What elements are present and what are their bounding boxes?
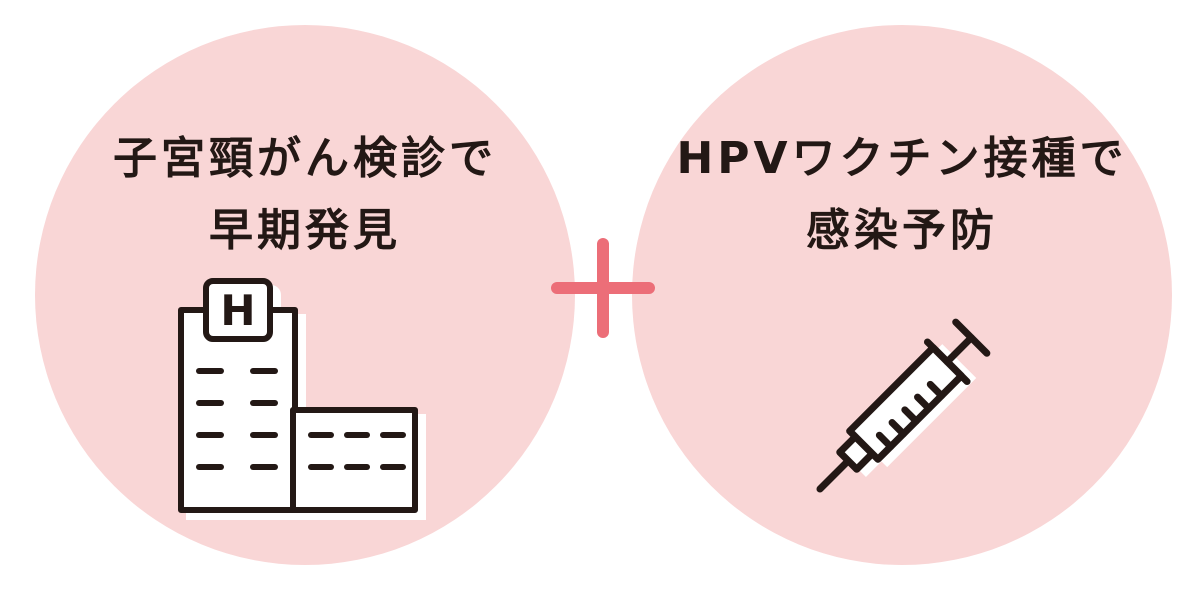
plus-icon [551,236,655,340]
screening-circle: 子宮頸がん検診で 早期発見 H [35,25,575,565]
screening-caption-line1: 子宮頸がん検診で [113,133,497,184]
vaccine-caption-line1: HPVワクチン接種で [676,133,1128,184]
hospital-sign-letter: H [220,286,255,335]
screening-caption-line2: 早期発見 [209,205,401,256]
syringe-icon [782,287,1022,527]
vaccine-caption-line2: 感染予防 [806,205,998,256]
vaccine-circle: HPVワクチン接種で 感染予防 [632,25,1172,565]
hospital-building-icon: H [175,277,435,527]
